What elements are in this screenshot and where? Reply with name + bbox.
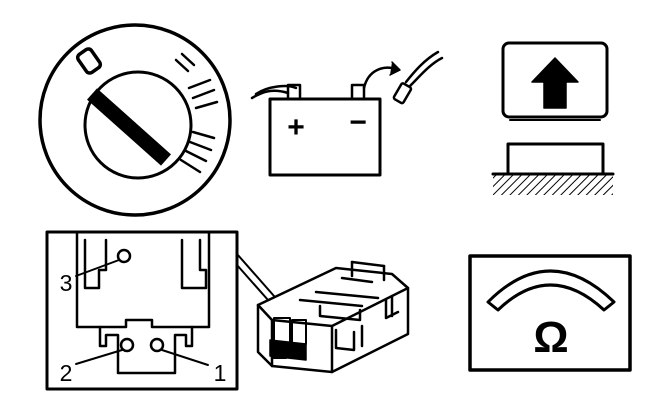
hatched-ground <box>493 174 613 195</box>
switch-outer-ring <box>38 23 232 217</box>
remove-up-arrow-icon <box>491 41 615 195</box>
switch-inner-knob <box>83 70 193 180</box>
arrow-panel <box>501 41 609 119</box>
meter-scale-arc <box>486 269 616 312</box>
ohmmeter-icon: Ω <box>468 254 632 372</box>
callout-3: 3 <box>60 270 73 296</box>
meter-frame <box>468 254 632 372</box>
dial-position-marks <box>174 52 219 174</box>
connector-face <box>75 230 211 329</box>
ohm-symbol: Ω <box>533 313 568 362</box>
pin-2-contact <box>119 337 135 353</box>
negative-cable <box>404 50 440 84</box>
negative-clamp <box>392 82 413 105</box>
ignition-switch-icon <box>38 23 232 217</box>
lower-pin-block <box>98 325 194 375</box>
battery-body <box>268 97 382 177</box>
key-slot <box>87 88 171 166</box>
lock-tab-icon <box>75 47 103 75</box>
mount-block <box>506 142 605 176</box>
battery-disconnect-icon: + − <box>250 50 444 177</box>
up-arrow <box>531 57 579 109</box>
negative-sign: − <box>349 106 367 139</box>
detail-frame <box>45 230 239 391</box>
callout-2: 2 <box>60 360 73 386</box>
connector-detail-icon: 3 2 1 <box>45 230 410 391</box>
positive-cable <box>250 89 290 100</box>
callout-1: 1 <box>214 360 227 386</box>
right-latch <box>180 238 208 290</box>
connector-housing <box>256 260 410 374</box>
battery-terminal-negative <box>350 83 366 101</box>
positive-sign: + <box>287 111 305 144</box>
left-latch <box>83 238 108 290</box>
pin-3-contact <box>116 248 132 264</box>
pin-1-contact <box>149 337 165 353</box>
